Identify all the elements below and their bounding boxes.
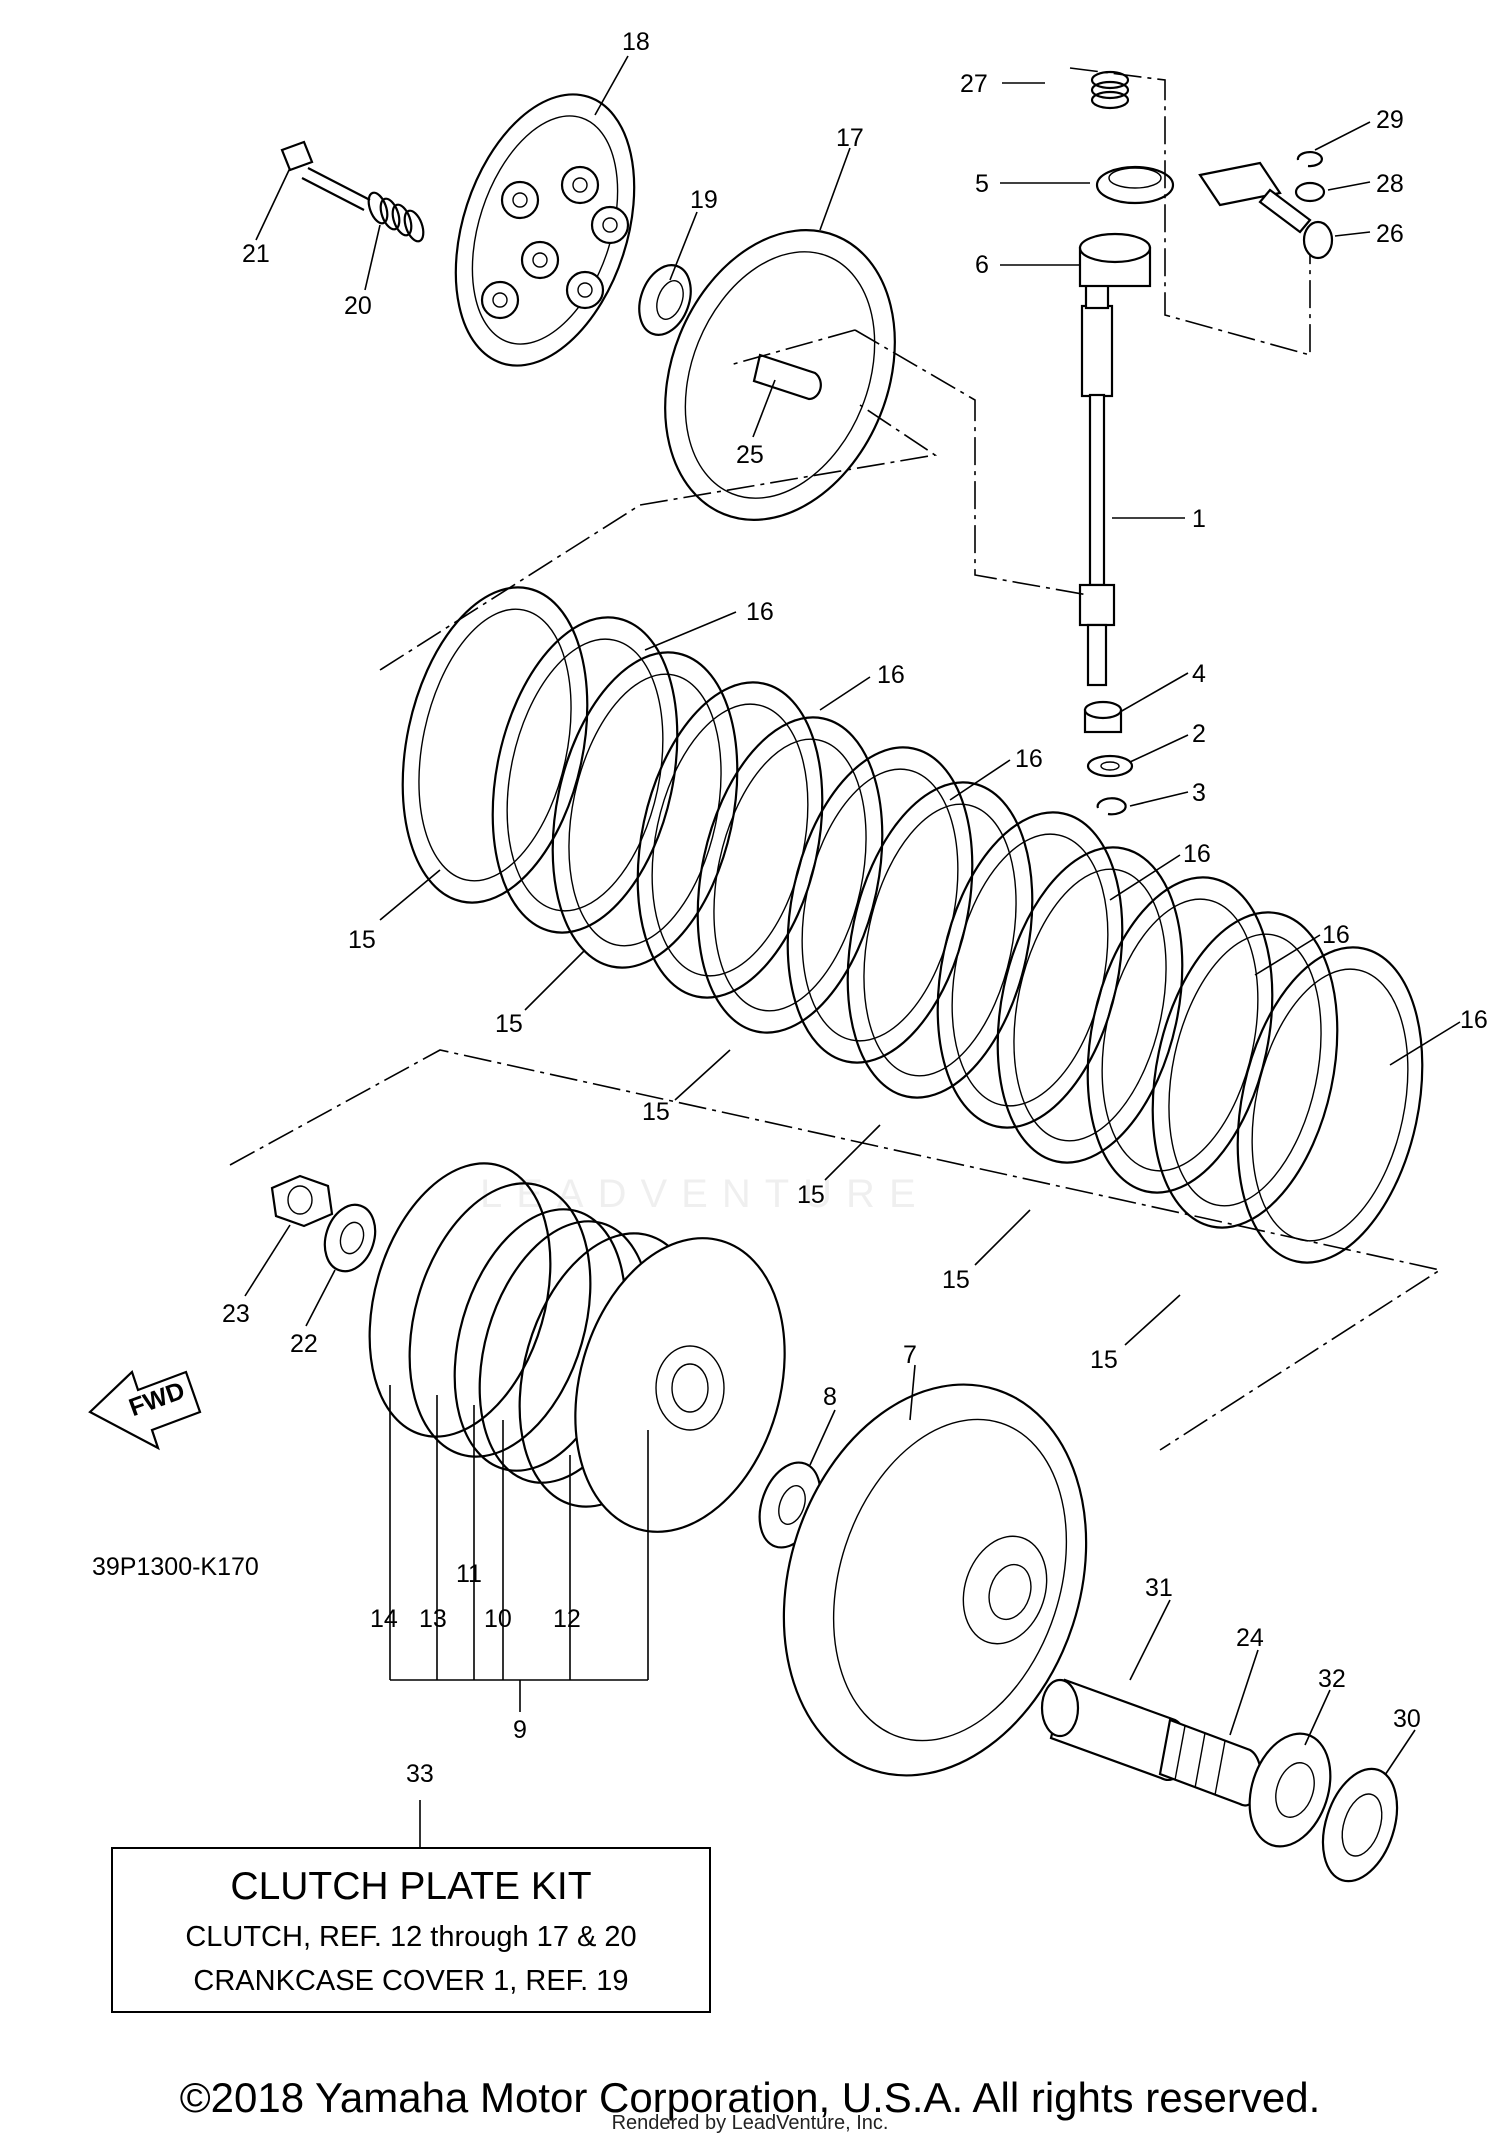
callout-14: 14	[370, 1605, 398, 1633]
clutch-boss[interactable]	[543, 1213, 818, 1557]
callout-31: 31	[1145, 1574, 1173, 1602]
clutch-plate-16[interactable]	[1061, 860, 1300, 1210]
callout-12: 12	[553, 1605, 581, 1633]
bearing-4[interactable]	[1083, 700, 1123, 734]
primary-driven-gear-7[interactable]	[735, 1345, 1134, 1815]
plate-14[interactable]	[340, 1142, 581, 1458]
callout-1: 1	[1192, 505, 1206, 533]
callout-17: 17	[836, 124, 864, 152]
callout-16: 16	[877, 661, 905, 689]
callout-16: 16	[1460, 1006, 1488, 1034]
friction-plate-15[interactable]	[1126, 895, 1365, 1245]
friction-plate-15[interactable]	[526, 635, 765, 985]
callout-21: 21	[242, 240, 270, 268]
rendered-by-credit: Rendered by LeadVenture, Inc.	[611, 2112, 889, 2134]
callout-10: 10	[484, 1605, 512, 1633]
callout-20: 20	[344, 292, 372, 320]
washer-2[interactable]	[1086, 754, 1134, 778]
callout-18: 18	[622, 28, 650, 56]
pressure-plate-18[interactable]	[424, 72, 666, 389]
plate-stack	[376, 570, 1424, 1264]
nut-23[interactable]	[270, 1174, 334, 1228]
callout-6: 6	[975, 251, 989, 279]
needle-bearing-24[interactable]	[1158, 1718, 1263, 1807]
spring-27[interactable]	[1090, 70, 1130, 110]
callout-15: 15	[942, 1266, 970, 1294]
callout-16: 16	[746, 598, 774, 626]
kit-title: CLUTCH PLATE KIT	[230, 1865, 592, 1908]
watermark: LEADVENTURE	[480, 1172, 930, 1216]
callout-9: 9	[513, 1716, 527, 1744]
leader-lines	[244, 55, 1461, 1847]
callout-4: 4	[1192, 660, 1206, 688]
callout-16: 16	[1015, 745, 1043, 773]
friction-plate-15[interactable]	[821, 765, 1060, 1115]
bolt-21[interactable]	[280, 140, 371, 211]
callout-23: 23	[222, 1300, 250, 1328]
callout-11: 11	[456, 1560, 482, 1588]
kit-line-2: CRANKCASE COVER 1, REF. 19	[193, 1965, 629, 1997]
bearing-6[interactable]	[1078, 232, 1152, 288]
callout-labels: 18 17 27 29 5 28 19 6 26 21 20 25 1 4 2 …	[222, 28, 1488, 1788]
push-rod-25[interactable]	[752, 353, 822, 401]
callout-19: 19	[690, 186, 718, 214]
callout-15: 15	[797, 1181, 825, 1209]
callout-15: 15	[348, 926, 376, 954]
callout-32: 32	[1318, 1665, 1346, 1693]
callout-16: 16	[1322, 921, 1350, 949]
callout-28: 28	[1376, 170, 1404, 198]
drawing-code: 39P1300-K170	[92, 1553, 259, 1581]
washer-22[interactable]	[317, 1198, 384, 1278]
clutch-plate-17[interactable]	[624, 195, 937, 554]
clutch-plate-kit-box: CLUTCH PLATE KIT CLUTCH, REF. 12 through…	[111, 1847, 711, 2013]
bearing-19[interactable]	[630, 258, 700, 342]
oil-seal-5[interactable]	[1095, 165, 1175, 205]
callout-15: 15	[495, 1010, 523, 1038]
callout-30: 30	[1393, 1705, 1421, 1733]
callout-27: 27	[960, 70, 988, 98]
callout-5: 5	[975, 170, 989, 198]
gear-32[interactable]	[1236, 1723, 1344, 1857]
callout-8: 8	[823, 1383, 837, 1411]
plate-13[interactable]	[380, 1162, 621, 1478]
callout-2: 2	[1192, 720, 1206, 748]
callout-25: 25	[736, 441, 764, 469]
friction-plate-15[interactable]	[376, 570, 615, 920]
circlip-29[interactable]	[1296, 150, 1323, 168]
callout-16: 16	[1183, 840, 1211, 868]
circlip-3[interactable]	[1096, 797, 1127, 816]
alignment-lines	[229, 67, 1443, 1451]
spring-20[interactable]	[365, 190, 427, 244]
callout-26: 26	[1376, 220, 1404, 248]
callout-13: 13	[419, 1605, 447, 1633]
callout-33: 33	[406, 1760, 434, 1788]
friction-plate-15[interactable]	[671, 700, 910, 1050]
callout-15: 15	[642, 1098, 670, 1126]
fwd-arrow-icon: FWD	[88, 1370, 202, 1451]
kit-line-1: CLUTCH, REF. 12 through 17 & 20	[185, 1921, 637, 1953]
washer-30[interactable]	[1310, 1759, 1411, 1890]
push-lever-shaft-1[interactable]	[1078, 278, 1116, 687]
callout-15: 15	[1090, 1346, 1118, 1374]
callout-29: 29	[1376, 106, 1404, 134]
friction-plate-15[interactable]	[971, 830, 1210, 1180]
callout-3: 3	[1192, 779, 1206, 807]
lever-26[interactable]	[1198, 161, 1334, 260]
clutch-plate-16[interactable]	[466, 600, 705, 950]
callout-22: 22	[290, 1330, 318, 1358]
washer-28[interactable]	[1294, 181, 1326, 203]
callout-7: 7	[903, 1341, 917, 1369]
callout-24: 24	[1236, 1624, 1264, 1652]
copyright-notice: ©2018 Yamaha Motor Corporation, U.S.A. A…	[179, 2074, 1321, 2121]
